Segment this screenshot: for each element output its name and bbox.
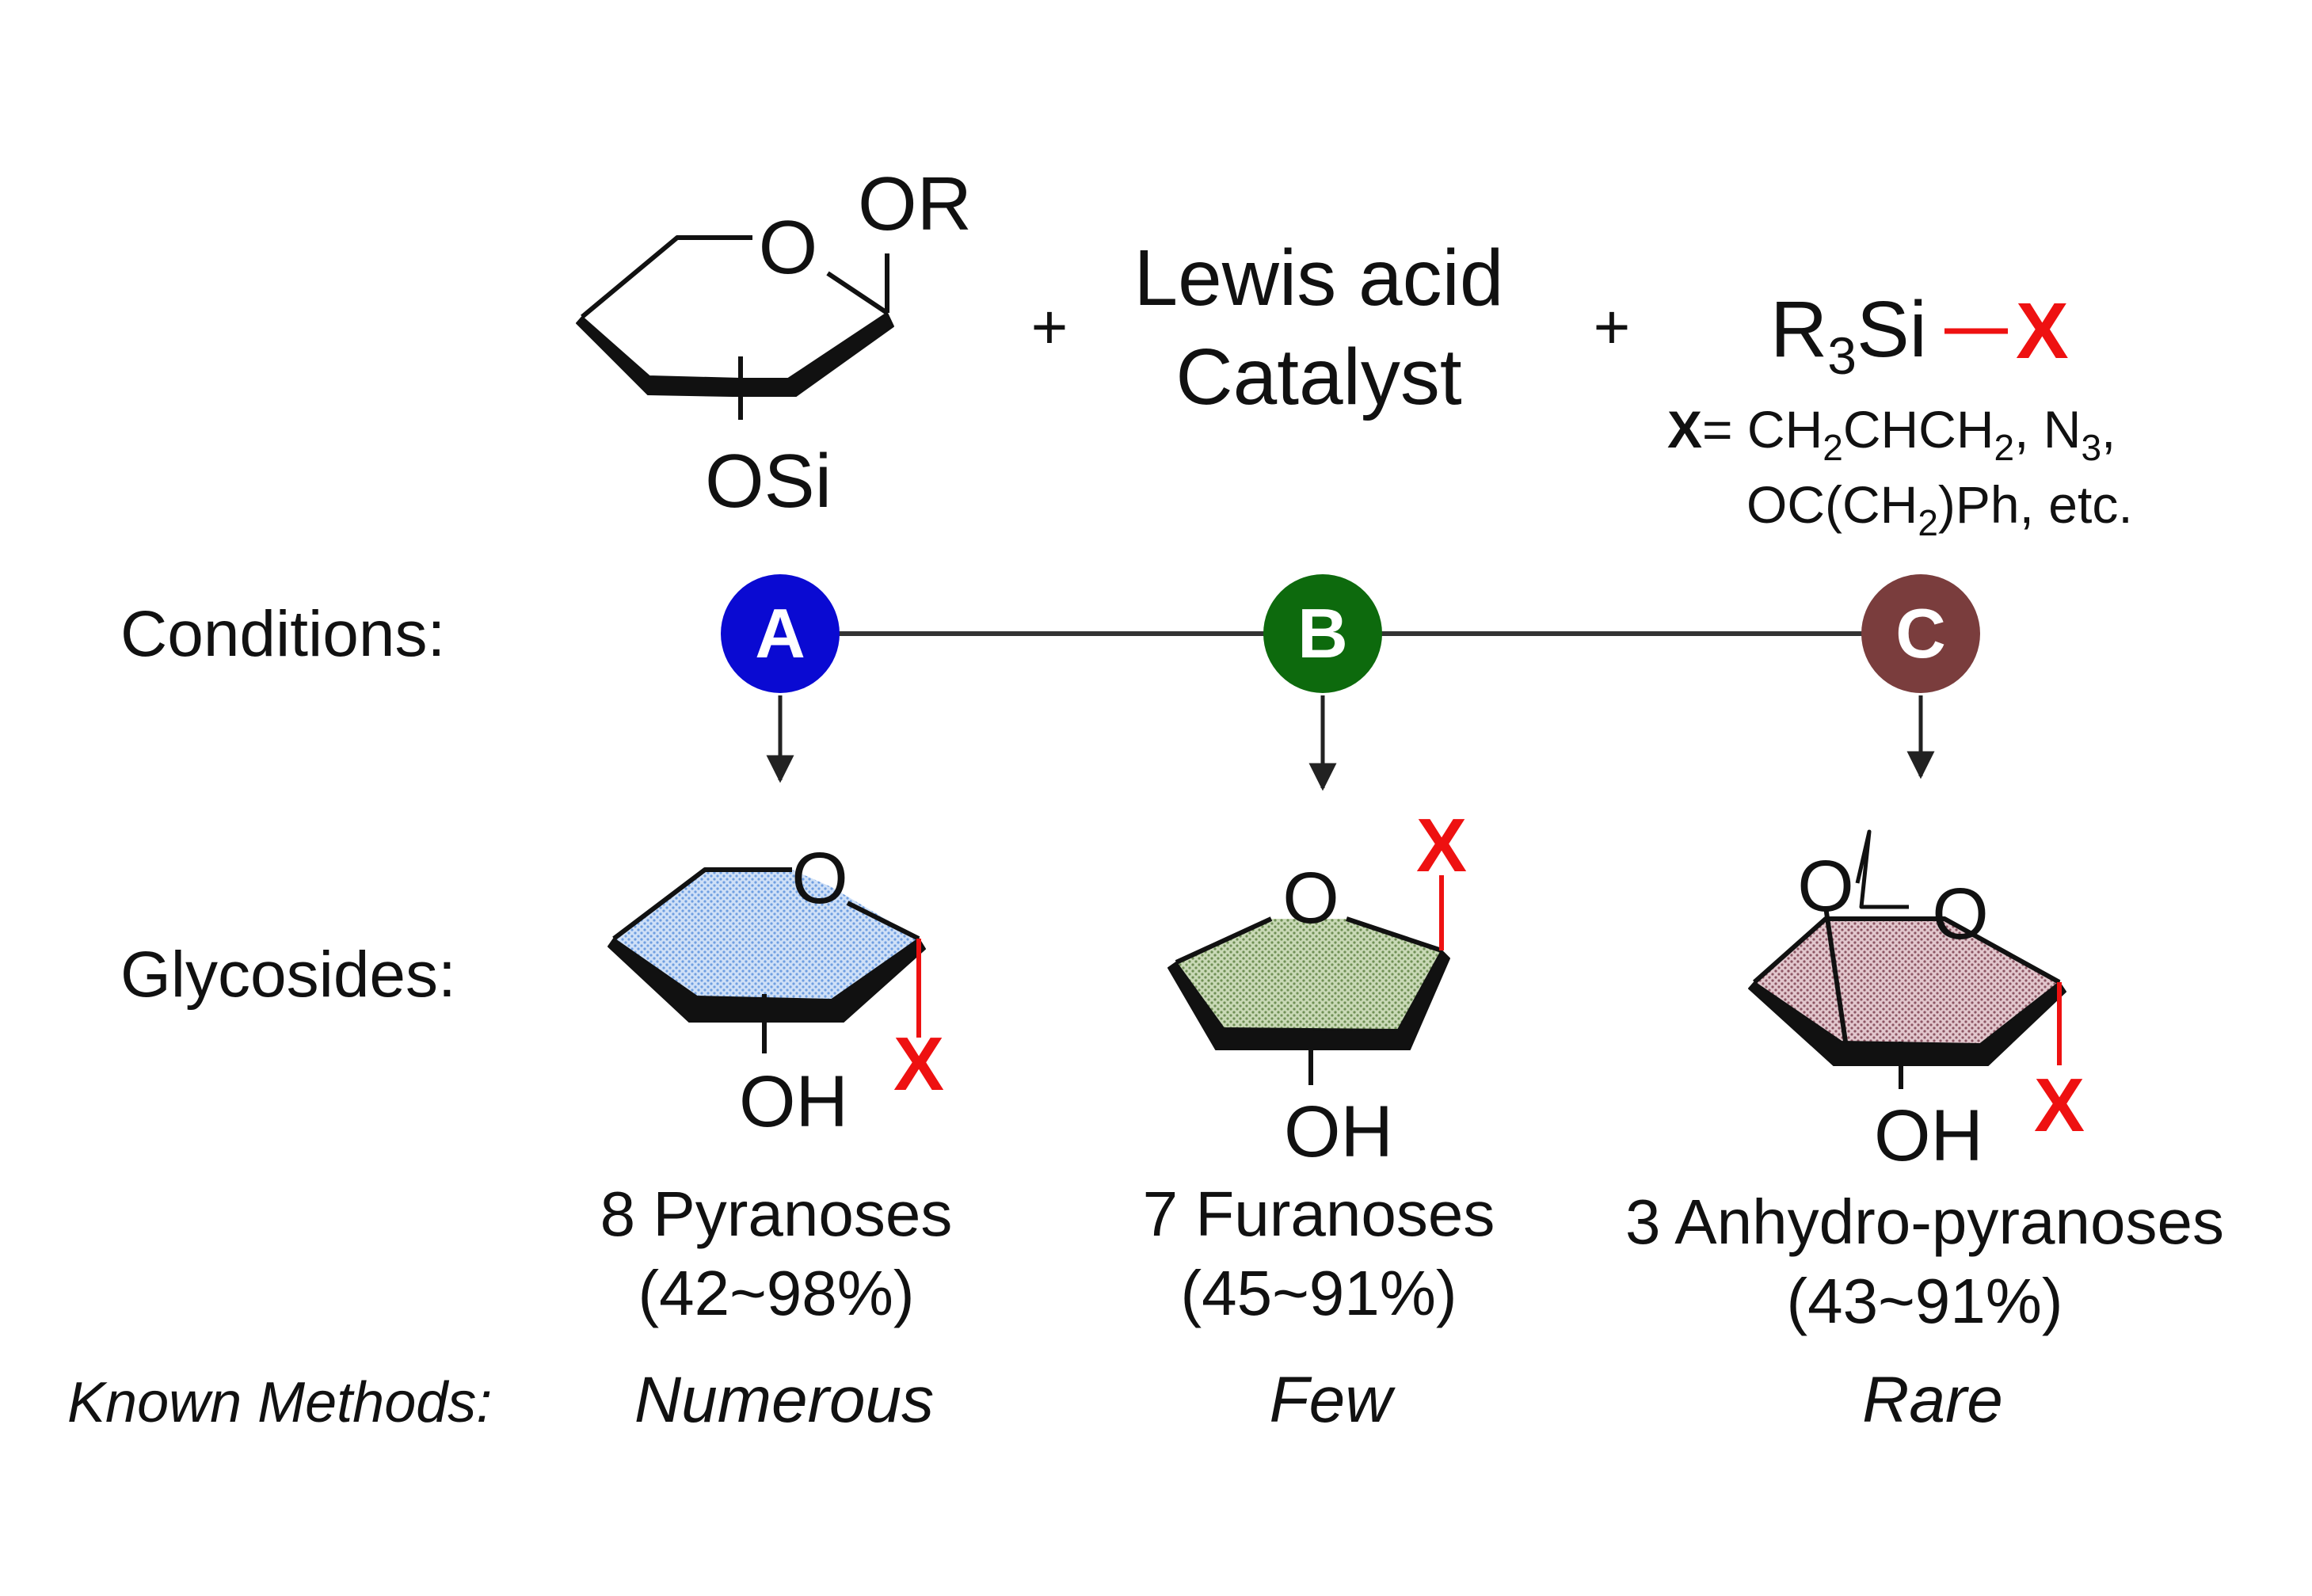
anhydro-pyranose-structure: O O OH X [1748,829,2085,1176]
x-definition-line2-subscript-1: 2 [1918,502,1938,543]
condition-node-a: A [721,574,840,693]
known-methods-label: Known Methods: [67,1371,492,1434]
pyranose-ring-back [612,867,792,941]
x-definition-line1-subscript-3: 2 [1994,427,2015,468]
furanose-x: X [1416,803,1467,888]
pyranose-name: 8 Pyranoses [600,1179,953,1249]
silane-formula: R3Si [1770,285,1927,385]
pyranose-method: Numerous [634,1364,934,1436]
anhydro-x: X [2034,1063,2085,1148]
condition-node-c: C [1861,574,1980,693]
x-definition-line1-text-0: = CH [1702,400,1823,459]
pyranose-structure: O OH X [608,838,944,1142]
sugar-ring-back [581,235,752,319]
x-definition-x: X [1667,400,1702,459]
x-definition-line1-subscript-1: 2 [1823,427,1843,468]
x-definition-line2: OC(CH2)Ph, etc. [1746,475,2133,543]
x-definition-line1-text-4: , N [2014,400,2081,459]
plus-sign-1: + [1031,291,1068,362]
condition-node-b-circle [1263,574,1382,693]
sugar-or-label: OR [858,162,972,246]
anhydro-yield: (43~91%) [1786,1266,2063,1336]
silane-reagent: R3Si X X= CH2CHCH2, N3, OC(CH2)Ph, etc. [1667,285,2133,543]
furanose-method: Few [1270,1364,1396,1436]
furanose-structure: O OH X [1167,803,1467,1172]
x-definition-line1-text-2: CHCH [1843,400,1994,459]
furanose-ring-o: O [1282,858,1339,939]
furanose-name: 7 Furanoses [1143,1179,1495,1249]
silane-r: R [1770,285,1827,374]
condition-node-a-letter: A [755,594,806,672]
conditions-label: Conditions: [120,598,445,670]
condition-node-b: B [1263,574,1382,693]
x-definition-line1: X= CH2CHCH2, N3, [1667,400,2116,468]
furanose-back-left [1175,916,1273,965]
condition-node-b-letter: B [1297,594,1348,672]
furanose-ring-fill [1176,919,1442,1034]
reactant-sugar: O OR OSi [576,162,972,524]
anhydro-ring-o: O [1932,874,1989,954]
anhydro-bridge-left [1823,906,1848,1042]
anhydro-bridge-top [1855,829,1909,909]
pyranose-ring-fill [614,870,919,1006]
x-definition-line1-subscript-5: 3 [2081,427,2101,468]
anhydro-method: Rare [1862,1364,2003,1436]
x-definition-line1-text-6: , [2101,400,2116,459]
furanose-oh: OH [1284,1091,1393,1172]
x-definition-line2-text-2: )Ph, etc. [1938,475,2133,534]
anhydro-ring-o-bridge: O [1797,846,1854,927]
silane-subscript-3: 3 [1827,326,1857,385]
sugar-ring-front [576,312,894,397]
x-definition-line2-text-0: OC(CH [1746,475,1918,534]
lewis-acid-catalyst: Lewis acid Catalyst [1134,234,1504,421]
pyranose-yield: (42~98%) [638,1258,914,1328]
anhydro-ring-back [1753,916,2061,985]
sugar-ring-o-bond [826,271,889,315]
condition-node-c-letter: C [1895,594,1946,672]
silane-si: Si [1857,285,1927,374]
sugar-osi-label: OSi [705,439,832,524]
condition-node-c-circle [1861,574,1980,693]
sugar-ring-o: O [759,205,818,290]
lewis-acid-line2: Catalyst [1175,333,1461,421]
anhydro-name: 3 Anhydro-pyranoses [1625,1187,2224,1257]
glycosides-label: Glycosides: [120,939,456,1011]
pyranose-ring-o: O [791,838,848,919]
pyranose-o-c1-bond [846,901,920,941]
pyranose-ring-front [608,938,926,1023]
lewis-acid-line1: Lewis acid [1134,234,1504,322]
anhydro-ring-front [1748,981,2066,1066]
pyranose-x: X [893,1022,944,1107]
pyranose-oh: OH [739,1061,848,1142]
furanose-back-right [1346,916,1442,953]
anhydro-oh: OH [1874,1095,1983,1176]
furanose-yield: (45~91%) [1180,1258,1457,1328]
silane-x: X [2016,287,2069,375]
condition-node-a-circle [721,574,840,693]
plus-sign-2: + [1594,291,1631,362]
